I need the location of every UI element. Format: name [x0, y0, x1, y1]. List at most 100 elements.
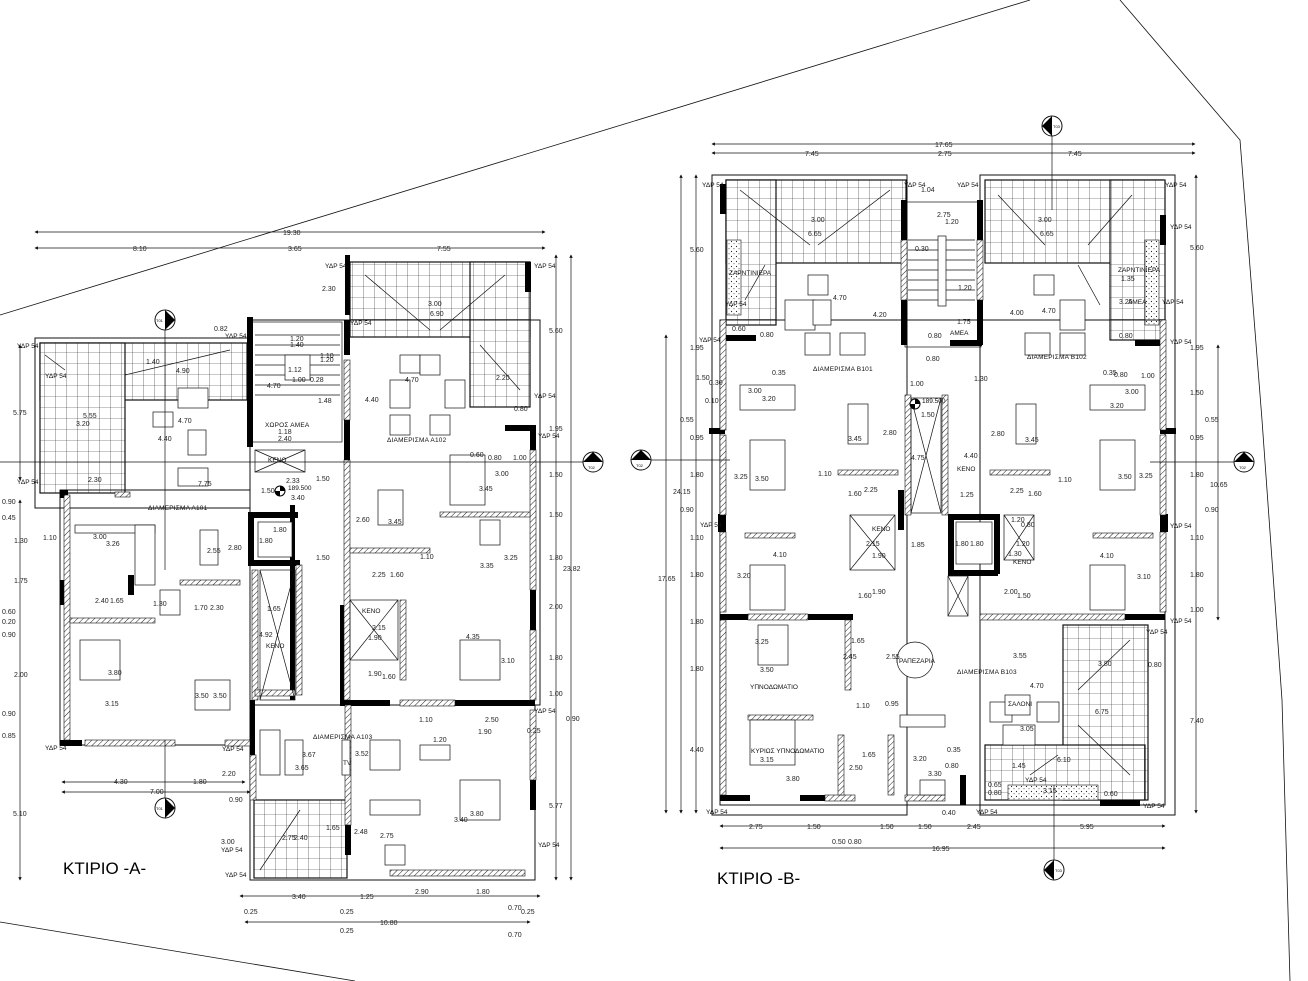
svg-text:0.85: 0.85 [2, 733, 16, 740]
svg-text:2.25: 2.25 [1010, 488, 1024, 495]
building-b-right-dimensions: 5.60 1.95 1.50 0.55 0.95 1.80 0.90 1.10 … [1190, 174, 1228, 814]
svg-text:1.20: 1.20 [290, 336, 304, 343]
planter-b102 [1144, 239, 1160, 326]
building-a-voids [254, 449, 399, 701]
building-a-interior-dimensions: 1.40 4.90 5.55 3.20 2.30 4.70 4.40 7.75 … [76, 286, 541, 842]
apartment-b102-label: ΔΙΑΜΕΡΙΣΜΑ Β102 [1027, 354, 1087, 361]
svg-text:2.90: 2.90 [415, 889, 429, 896]
svg-text:2.33: 2.33 [286, 478, 300, 485]
svg-text:0.65: 0.65 [988, 782, 1002, 789]
building-b-interior-dimensions: 3.00 6.65 4.70 4.20 2.75 1.20 0.30 1.20 … [705, 187, 1162, 798]
svg-text:0.25: 0.25 [521, 909, 535, 916]
svg-text:3.50: 3.50 [760, 667, 774, 674]
svg-text:0.60: 0.60 [1104, 791, 1118, 798]
svg-text:1.48: 1.48 [318, 398, 332, 405]
building-a-left-dimensions: 5.75 0.90 0.45 1.30 1.75 0.60 0.20 0.90 … [2, 344, 57, 881]
svg-text:189.500: 189.500 [922, 398, 946, 405]
svg-text:2.48: 2.48 [354, 829, 368, 836]
building-b-furniture [739, 274, 1146, 796]
svg-text:7.45: 7.45 [805, 151, 819, 158]
building-a-right-dimensions: 5.60 1.95 1.50 1.50 1.80 2.00 1.80 1.00 … [549, 254, 581, 881]
svg-text:4.70: 4.70 [178, 418, 192, 425]
svg-text:ΥΔΡ 54: ΥΔΡ 54 [534, 263, 556, 270]
svg-text:7.55: 7.55 [437, 246, 451, 253]
svg-text:4.70: 4.70 [833, 295, 847, 302]
building-b-voids [849, 397, 1035, 617]
svg-text:0.30: 0.30 [709, 380, 723, 387]
svg-text:0.60: 0.60 [2, 609, 16, 616]
svg-text:1.40: 1.40 [290, 342, 304, 349]
svg-text:2.50: 2.50 [485, 717, 499, 724]
svg-text:ΥΔΡ 54: ΥΔΡ 54 [702, 182, 724, 189]
svg-text:1.50: 1.50 [549, 512, 563, 519]
svg-text:1.50: 1.50 [807, 824, 821, 831]
svg-text:3.40: 3.40 [454, 817, 468, 824]
svg-text:3.50: 3.50 [195, 693, 209, 700]
svg-text:ΥΔΡ 54: ΥΔΡ 54 [957, 182, 979, 189]
dining-label: ΤΡΑΠΕΖΑΡΙΑ [895, 658, 936, 665]
svg-text:0.80: 0.80 [488, 455, 502, 462]
svg-text:1.80: 1.80 [690, 572, 704, 579]
svg-text:0.80: 0.80 [514, 406, 528, 413]
svg-text:1.10: 1.10 [856, 703, 870, 710]
svg-text:ΥΔΡ 54: ΥΔΡ 54 [221, 847, 243, 854]
svg-text:1.00: 1.00 [1141, 373, 1155, 380]
svg-text:0.35: 0.35 [772, 370, 786, 377]
svg-text:0.90: 0.90 [1205, 507, 1219, 514]
svg-text:5.55: 5.55 [83, 413, 97, 420]
svg-text:1.50: 1.50 [261, 488, 275, 495]
svg-text:23.82: 23.82 [563, 566, 581, 573]
svg-text:1.95: 1.95 [1190, 345, 1204, 352]
svg-text:2.30: 2.30 [210, 605, 224, 612]
svg-text:1.95: 1.95 [549, 426, 563, 433]
svg-text:2.45: 2.45 [967, 824, 981, 831]
svg-text:2.80: 2.80 [991, 431, 1005, 438]
svg-text:1.10: 1.10 [43, 535, 57, 542]
svg-text:5.77: 5.77 [549, 803, 563, 810]
svg-text:0.90: 0.90 [680, 507, 694, 514]
svg-text:ΥΔΡ 54: ΥΔΡ 54 [17, 343, 39, 350]
tv-label: TV [343, 760, 352, 767]
svg-text:ΥΔΡ 54: ΥΔΡ 54 [534, 708, 556, 715]
svg-text:1.20: 1.20 [945, 219, 959, 226]
svg-text:4.30: 4.30 [114, 779, 128, 786]
svg-text:ΥΔΡ 54: ΥΔΡ 54 [538, 433, 560, 440]
svg-text:10.80: 10.80 [380, 920, 398, 927]
svg-text:1.90: 1.90 [872, 589, 886, 596]
svg-text:19.30: 19.30 [283, 230, 301, 237]
svg-text:1.80: 1.80 [549, 555, 563, 562]
svg-text:4.40: 4.40 [365, 397, 379, 404]
svg-text:2.75: 2.75 [282, 835, 296, 842]
svg-text:3.80: 3.80 [786, 776, 800, 783]
svg-text:3.65: 3.65 [288, 246, 302, 253]
svg-text:3.50: 3.50 [213, 693, 227, 700]
svg-text:1.25: 1.25 [960, 492, 974, 499]
svg-text:0.90: 0.90 [229, 797, 243, 804]
building-a-top-dimensions: 19.30 8.10 3.65 7.55 [34, 230, 546, 253]
building-a-title: ΚΤΙΡΙΟ -Α- [63, 859, 146, 878]
svg-text:0.80: 0.80 [926, 356, 940, 363]
svg-text:2.75: 2.75 [937, 212, 951, 219]
svg-text:3.20: 3.20 [737, 573, 751, 580]
apartment-b101-label: ΔΙΑΜΕΡΙΣΜΑ Β101 [813, 366, 873, 373]
apartment-a102-label: ΔΙΑΜΕΡΙΣΜΑ Α102 [387, 437, 447, 444]
svg-text:3.00: 3.00 [221, 839, 235, 846]
svg-text:1.25: 1.25 [360, 894, 374, 901]
svg-text:3.20: 3.20 [76, 421, 90, 428]
section-marker-t01-top: T01 [154, 309, 176, 570]
svg-text:16.95: 16.95 [932, 846, 950, 853]
svg-text:0.30: 0.30 [915, 246, 929, 253]
storage-label: ΧΩΡΟΣ ΑΜΕΑ [265, 422, 310, 429]
disabled-space-label: ΑΜΕΑ [950, 330, 969, 337]
svg-text:1.65: 1.65 [862, 752, 876, 759]
svg-text:2.60: 2.60 [356, 517, 370, 524]
svg-text:1.80: 1.80 [549, 655, 563, 662]
svg-text:T01: T01 [156, 806, 164, 811]
svg-text:ΥΔΡ 54: ΥΔΡ 54 [225, 872, 247, 879]
svg-text:1.10: 1.10 [690, 535, 704, 542]
apartment-a103-label: ΔΙΑΜΕΡΙΣΜΑ Α103 [313, 734, 373, 741]
void-label: ΚΕΝΟ [872, 526, 890, 533]
svg-text:1.50: 1.50 [880, 824, 894, 831]
svg-text:2.00: 2.00 [549, 604, 563, 611]
